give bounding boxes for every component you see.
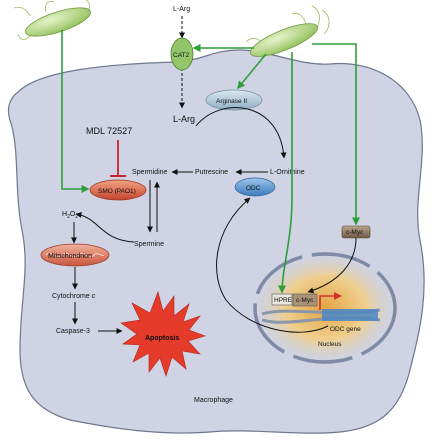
spermidine-label: Spermidine — [132, 169, 168, 176]
odc-gene-label: ODC gene — [330, 326, 361, 333]
cytochrome-c-label: Cytochrome c — [52, 293, 96, 300]
arginase-ii-label: Arginase II — [216, 98, 247, 105]
nuclear-envelope — [253, 252, 397, 364]
spermine-oxidation-arrow — [75, 211, 135, 243]
cat2-label: CAT2 — [173, 52, 190, 59]
bacteria-left-to-smo-arrow — [61, 30, 90, 193]
cmyc-nucleus-box — [292, 293, 318, 307]
cat2-transporter — [170, 37, 194, 71]
mitochondrion-label: Mitochondrion — [48, 253, 92, 260]
nucleus-label: Nucleus — [318, 341, 342, 348]
bacteria-right-to-cmyc-arrow — [312, 43, 360, 226]
odc-enzyme — [234, 177, 276, 197]
spermine-label: Spermine — [134, 241, 164, 248]
apoptosis-label: Apoptosis — [145, 335, 179, 342]
nucleus-glow — [251, 250, 399, 366]
mdl-72527-label: MDL 72527 — [86, 126, 132, 136]
cmyc-to-nucleus-arrow — [307, 237, 357, 294]
arginase-conversion-arrow — [195, 107, 287, 159]
bacteria-right-to-hpre-arrow — [278, 52, 293, 294]
bacterium-left-icon — [13, 0, 91, 40]
cmyc-nucleus-label: c-Myc — [296, 297, 314, 304]
l-arg-intracellular-label: L-Arg — [173, 114, 195, 124]
dna-strand — [261, 308, 381, 324]
mitochondrion-icon — [40, 243, 110, 267]
bacteria-right-to-arginase-arrow — [237, 53, 267, 90]
apoptosis-burst-icon — [120, 291, 206, 377]
smo-pao1-label: SMO (PAO1) — [98, 188, 136, 195]
l-arg-extracellular-label: L-Arg — [173, 6, 190, 13]
h2o2-label: H2O2 — [62, 211, 78, 220]
hpre-box — [271, 293, 293, 306]
smo-pao1-enzyme — [89, 179, 147, 201]
macrophage-label: Macrophage — [194, 397, 233, 404]
arginase-ii-enzyme — [205, 89, 263, 111]
l-ornithine-label: L-Ornithine — [270, 169, 305, 176]
putrescine-label: Putrescine — [195, 169, 228, 176]
cmyc-cytoplasm-label: c-Myc — [346, 229, 364, 236]
transcription-start-arrow — [319, 295, 336, 310]
odc-label: ODC — [246, 185, 261, 192]
caspase-3-label: Caspase-3 — [56, 328, 90, 335]
bacterium-right-icon — [245, 5, 330, 57]
odc-expression-arrow — [216, 197, 329, 333]
hpre-label: HPRE — [274, 297, 293, 304]
